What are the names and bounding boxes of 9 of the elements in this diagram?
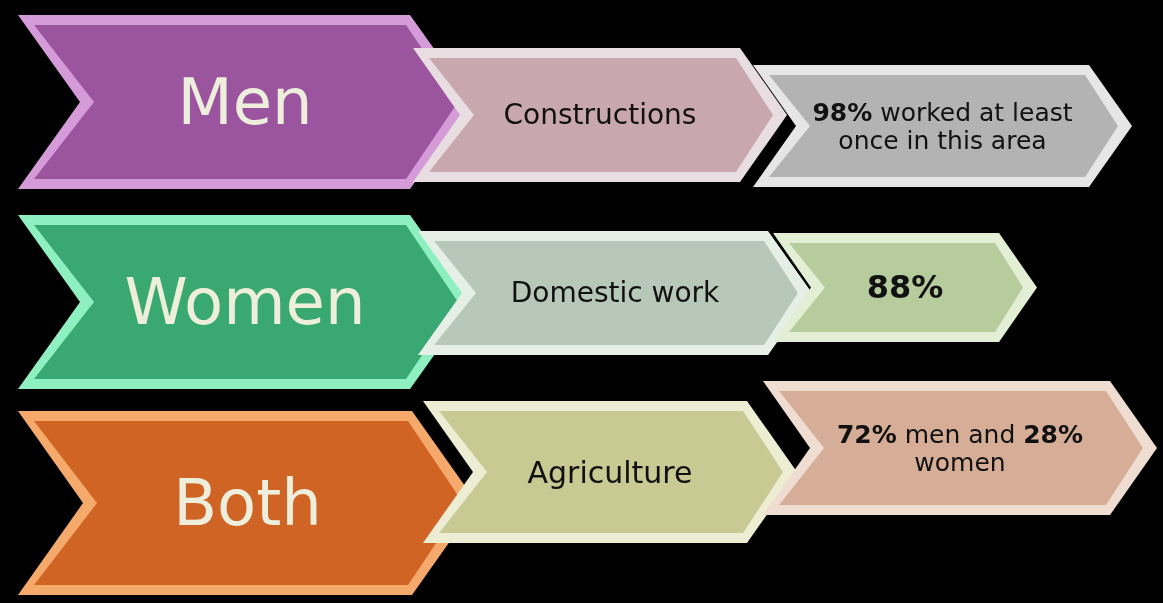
chevron-label: 72% men and 28% women xyxy=(835,420,1085,476)
chevron-label: Constructions xyxy=(502,99,698,131)
chevron-label: Domestic work xyxy=(509,277,721,309)
chevron-label: 98% worked at least once in this area xyxy=(811,98,1074,154)
chevron-label: 88% xyxy=(865,269,945,306)
category-label: Men xyxy=(176,66,314,138)
category-label: Both xyxy=(172,467,323,539)
chevron-label: Agriculture xyxy=(526,455,694,489)
category-label: Women xyxy=(123,266,367,338)
